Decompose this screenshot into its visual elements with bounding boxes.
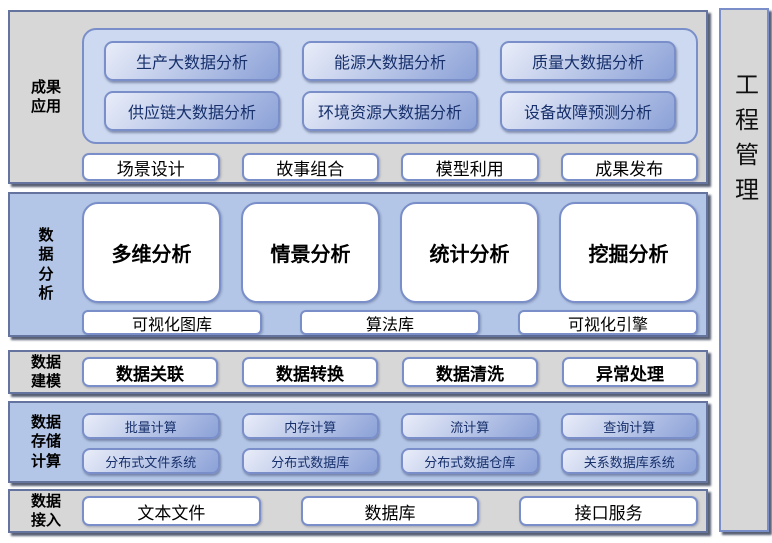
app-analysis-container: 生产大数据分析能源大数据分析质量大数据分析供应链大数据分析环境资源大数据分析设备…	[82, 28, 698, 144]
section-label-storage: 数据 存储 计算	[30, 413, 61, 470]
modeling-box: 异常处理	[562, 357, 698, 387]
section-label-achievement: 成果 应用	[30, 78, 61, 116]
analysis-method-box: 统计分析	[400, 202, 539, 303]
analysis-methods-row: 多维分析情景分析统计分析挖掘分析	[82, 202, 698, 303]
app-analysis-box: 生产大数据分析	[104, 41, 280, 81]
analysis-engines-row: 可视化图库 算法库 可视化引擎	[82, 310, 698, 335]
section-data-storage-computing: 数据 存储 计算 批量计算内存计算流计算查询计算 分布式文件系统分布式数据库分布…	[8, 401, 708, 483]
computing-box: 批量计算	[82, 413, 220, 439]
achievement-tool-box: 模型利用	[401, 153, 539, 181]
section-data-modeling: 数据 建模 数据关联数据转换数据清洗异常处理	[8, 350, 708, 394]
app-analysis-box: 环境资源大数据分析	[302, 91, 478, 131]
achievement-tools-row: 场景设计故事组合模型利用成果发布	[82, 153, 698, 181]
storage-box: 分布式文件系统	[82, 448, 220, 474]
computing-row: 批量计算内存计算流计算查询计算	[82, 413, 698, 439]
achievement-tool-box: 场景设计	[82, 153, 220, 181]
modeling-row: 数据关联数据转换数据清洗异常处理	[82, 357, 698, 387]
storage-row: 分布式文件系统分布式数据库分布式数据仓库关系数据库系统	[82, 448, 698, 474]
access-box: 接口服务	[519, 496, 698, 526]
modeling-box: 数据转换	[242, 357, 378, 387]
analysis-engine-box: 算法库	[300, 310, 480, 335]
storage-box: 关系数据库系统	[560, 448, 698, 474]
analysis-engine-box: 可视化图库	[82, 310, 262, 335]
access-box: 文本文件	[82, 496, 261, 526]
app-analysis-box: 设备故障预测分析	[500, 91, 676, 131]
storage-content: 批量计算内存计算流计算查询计算 分布式文件系统分布式数据库分布式数据仓库关系数据…	[82, 403, 706, 481]
app-analysis-box: 供应链大数据分析	[104, 91, 280, 131]
analysis-method-box: 情景分析	[241, 202, 380, 303]
access-box: 数据库	[300, 496, 480, 526]
analysis-method-box: 挖掘分析	[559, 202, 698, 303]
storage-box: 分布式数据库	[241, 448, 379, 474]
computing-box: 流计算	[401, 413, 539, 439]
modeling-content: 数据关联数据转换数据清洗异常处理	[82, 352, 706, 392]
section-label-analysis: 数 据 分 析	[38, 226, 54, 303]
computing-box: 查询计算	[560, 413, 698, 439]
achievement-content: 生产大数据分析能源大数据分析质量大数据分析供应链大数据分析环境资源大数据分析设备…	[82, 12, 706, 182]
analysis-method-box: 多维分析	[82, 202, 221, 303]
app-analysis-box: 能源大数据分析	[302, 41, 478, 81]
modeling-box: 数据清洗	[402, 357, 538, 387]
section-project-management: 工程管理	[719, 8, 769, 532]
app-analysis-box: 质量大数据分析	[500, 41, 676, 81]
analysis-content: 多维分析情景分析统计分析挖掘分析 可视化图库 算法库 可视化引擎	[82, 194, 706, 335]
project-management-label: 工程管理	[730, 72, 758, 212]
access-content: 文本文件 数据库 接口服务	[82, 491, 706, 531]
section-achievement-application: 成果 应用 生产大数据分析能源大数据分析质量大数据分析供应链大数据分析环境资源大…	[8, 10, 708, 184]
storage-box: 分布式数据仓库	[401, 448, 539, 474]
computing-box: 内存计算	[241, 413, 379, 439]
section-label-modeling: 数据 建模	[30, 353, 61, 391]
access-row: 文本文件 数据库 接口服务	[82, 496, 698, 526]
analysis-engine-box: 可视化引擎	[518, 310, 698, 335]
section-data-analysis: 数 据 分 析 多维分析情景分析统计分析挖掘分析 可视化图库 算法库 可视化引擎	[8, 192, 708, 337]
achievement-tool-box: 成果发布	[560, 153, 698, 181]
section-data-access: 数据 接入 文本文件 数据库 接口服务	[8, 489, 708, 533]
modeling-box: 数据关联	[82, 357, 218, 387]
section-label-access: 数据 接入	[30, 492, 61, 530]
achievement-tool-box: 故事组合	[241, 153, 379, 181]
